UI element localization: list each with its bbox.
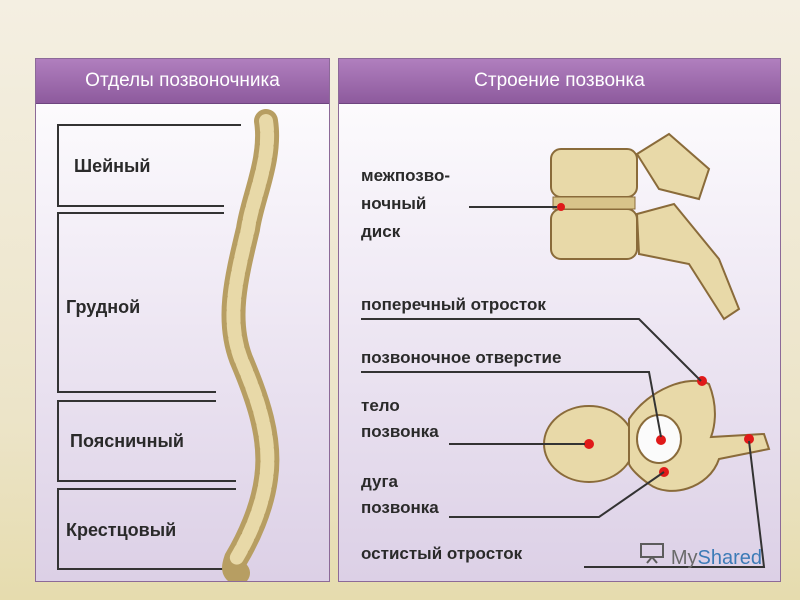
vertebra-top-view [543,376,771,492]
leader-spinous [584,440,766,568]
watermark-prefix: My [670,547,698,569]
bracket-sacral [57,488,246,570]
myshared-watermark: MyShared [639,542,762,570]
section-label-sacral: Крестцовый [66,520,177,540]
bracket-thoracic [57,212,224,393]
label-spinous-process: остистый отросток [361,544,523,563]
leader-arch [449,471,665,518]
label-arch-line2: позвонка [361,498,439,517]
vertebra-structure-panel: Строение позвонка [338,58,781,582]
leader-transverse [361,318,702,382]
bracket-cervical [57,124,241,207]
label-disc-line2: ночный [361,194,427,213]
section-label-cervical: Шейный [74,156,151,176]
spine-sections-panel: Отделы позвоночника Шейный Грудной Поясн… [35,58,330,582]
vertebra-structure-title: Строение позвонка [339,59,780,104]
label-arch-line1: дуга [361,472,398,491]
vertebra-illustration [361,132,771,568]
presentation-board-icon [639,543,671,569]
label-body-line1: тело [361,396,400,415]
vertebrae-side-view [550,132,741,321]
spine-column-shade [226,114,275,566]
watermark-suffix: Shared [697,547,763,569]
label-disc-line1: межпозво- [361,166,451,185]
intervertebral-disc-shape [552,196,636,210]
label-disc-line3: диск [361,222,401,241]
label-body-line2: позвонка [361,422,439,441]
leader-foramen [361,371,662,438]
spine-sections-title: Отделы позвоночника [36,59,329,104]
bracket-lumbar [57,400,236,482]
label-transverse-process: поперечный отросток [361,295,546,314]
label-vertebral-foramen: позвоночное отверстие [361,348,562,367]
spine-illustration [57,109,280,581]
section-label-thoracic: Грудной [66,297,141,317]
section-label-lumbar: Поясничный [70,431,184,451]
